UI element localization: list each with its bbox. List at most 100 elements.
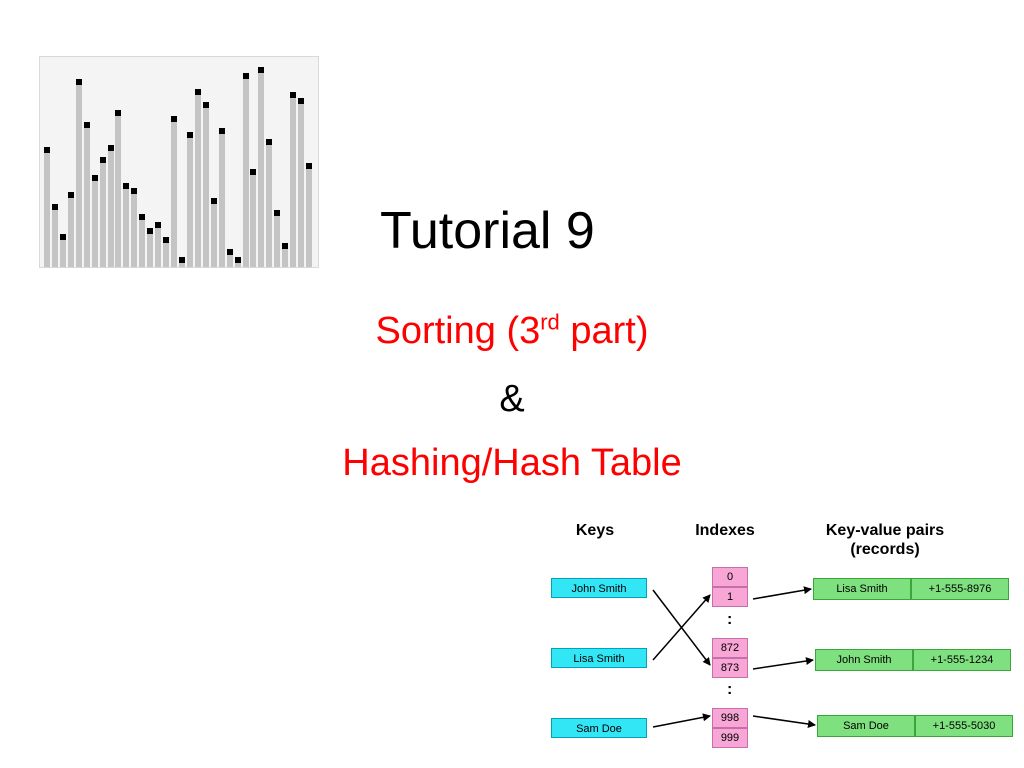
sort-bar bbox=[298, 98, 304, 267]
sort-bar bbox=[282, 243, 288, 267]
sort-marker bbox=[219, 128, 225, 134]
sort-marker bbox=[282, 243, 288, 249]
sort-marker bbox=[115, 110, 121, 116]
subtitle-superscript: rd bbox=[540, 309, 560, 335]
sort-marker bbox=[108, 145, 114, 151]
sort-bar bbox=[219, 128, 225, 267]
slide-title: Tutorial 9 bbox=[380, 202, 595, 260]
sort-marker bbox=[131, 188, 137, 194]
sort-marker bbox=[211, 198, 217, 204]
key-sam-doe: Sam Doe bbox=[551, 718, 647, 738]
header-records: (records) bbox=[850, 541, 920, 558]
sort-bar bbox=[250, 169, 256, 267]
sort-bar bbox=[195, 89, 201, 267]
sort-marker bbox=[243, 73, 249, 79]
sort-marker bbox=[187, 132, 193, 138]
sort-bar bbox=[227, 249, 233, 267]
sort-marker bbox=[203, 102, 209, 108]
sort-marker bbox=[298, 98, 304, 104]
sort-bar bbox=[123, 183, 129, 267]
sort-bar bbox=[187, 132, 193, 267]
sort-bar bbox=[60, 234, 66, 267]
sort-bar bbox=[131, 188, 137, 267]
sort-bar bbox=[211, 198, 217, 267]
sort-bar bbox=[266, 139, 272, 267]
subtitle-hashing: Hashing/Hash Table bbox=[342, 442, 682, 484]
sort-marker bbox=[235, 257, 241, 263]
sort-bar bbox=[290, 92, 296, 267]
sort-marker bbox=[123, 183, 129, 189]
subtitle-part-text: part) bbox=[559, 310, 649, 352]
sort-marker bbox=[290, 92, 296, 98]
sort-marker bbox=[163, 237, 169, 243]
sort-marker bbox=[171, 116, 177, 122]
sort-marker bbox=[44, 147, 50, 153]
record-phone-2: +1-555-1234 bbox=[913, 649, 1011, 671]
arrow-873-to-john-record bbox=[752, 657, 814, 670]
sort-marker bbox=[274, 210, 280, 216]
ellipsis-1: : bbox=[727, 611, 733, 628]
hash-table-diagram: Keys Indexes Key-value pairs (records) J… bbox=[545, 515, 1020, 765]
index-0: 0 bbox=[712, 567, 748, 587]
sort-bar bbox=[92, 175, 98, 267]
ellipsis-2: : bbox=[727, 681, 733, 698]
index-999: 999 bbox=[712, 728, 748, 748]
arrow-lisa-to-1 bbox=[652, 594, 711, 661]
sort-marker bbox=[60, 234, 66, 240]
sort-marker bbox=[100, 157, 106, 163]
sort-marker bbox=[76, 79, 82, 85]
sort-bar bbox=[76, 79, 82, 267]
sort-marker bbox=[179, 257, 185, 263]
sort-bar bbox=[139, 214, 145, 267]
sort-bar bbox=[100, 157, 106, 267]
sort-bar bbox=[108, 145, 114, 267]
subtitle-sorting-text: Sorting (3 bbox=[375, 310, 541, 352]
key-lisa-smith: Lisa Smith bbox=[551, 648, 647, 668]
sort-bar bbox=[171, 116, 177, 267]
sort-bar bbox=[203, 102, 209, 267]
sort-bar bbox=[306, 163, 312, 267]
arrow-998-to-sam-record bbox=[752, 715, 816, 728]
sort-marker bbox=[258, 67, 264, 73]
record-name-2: John Smith bbox=[815, 649, 913, 671]
sort-marker bbox=[52, 204, 58, 210]
subtitle-ampersand: & bbox=[499, 378, 525, 420]
sort-bar bbox=[52, 204, 58, 267]
record-name-1: Lisa Smith bbox=[813, 578, 911, 600]
sorting-visualization bbox=[39, 56, 319, 268]
sort-bar bbox=[258, 67, 264, 267]
record-phone-3: +1-555-5030 bbox=[915, 715, 1013, 737]
sort-marker bbox=[250, 169, 256, 175]
subtitle-sorting: Sorting (3rd part) bbox=[0, 309, 1024, 352]
sort-bar bbox=[274, 210, 280, 267]
sort-marker bbox=[68, 192, 74, 198]
sort-marker bbox=[155, 222, 161, 228]
arrow-sam-to-998 bbox=[652, 713, 711, 728]
sort-marker bbox=[306, 163, 312, 169]
index-998: 998 bbox=[712, 708, 748, 728]
sort-marker bbox=[139, 214, 145, 220]
sort-bar bbox=[84, 122, 90, 267]
sort-bar bbox=[115, 110, 121, 267]
sort-bar bbox=[243, 73, 249, 267]
index-1: 1 bbox=[712, 587, 748, 607]
arrows-layer bbox=[652, 586, 816, 728]
sort-bar bbox=[68, 192, 74, 267]
sort-marker bbox=[266, 139, 272, 145]
key-john-smith: John Smith bbox=[551, 578, 647, 598]
sort-marker bbox=[84, 122, 90, 128]
record-phone-1: +1-555-8976 bbox=[911, 578, 1009, 600]
index-873: 873 bbox=[712, 658, 748, 678]
sort-bar bbox=[147, 228, 153, 267]
sort-marker bbox=[147, 228, 153, 234]
sort-marker bbox=[227, 249, 233, 255]
sort-bar bbox=[155, 222, 161, 267]
sort-bar bbox=[44, 147, 50, 267]
sort-marker bbox=[92, 175, 98, 181]
header-key-value-pairs: Key-value pairs bbox=[825, 522, 945, 539]
record-name-3: Sam Doe bbox=[817, 715, 915, 737]
header-keys: Keys bbox=[575, 522, 615, 539]
sort-marker bbox=[195, 89, 201, 95]
sort-bar bbox=[163, 237, 169, 267]
arrow-1-to-lisa-record bbox=[752, 586, 812, 600]
